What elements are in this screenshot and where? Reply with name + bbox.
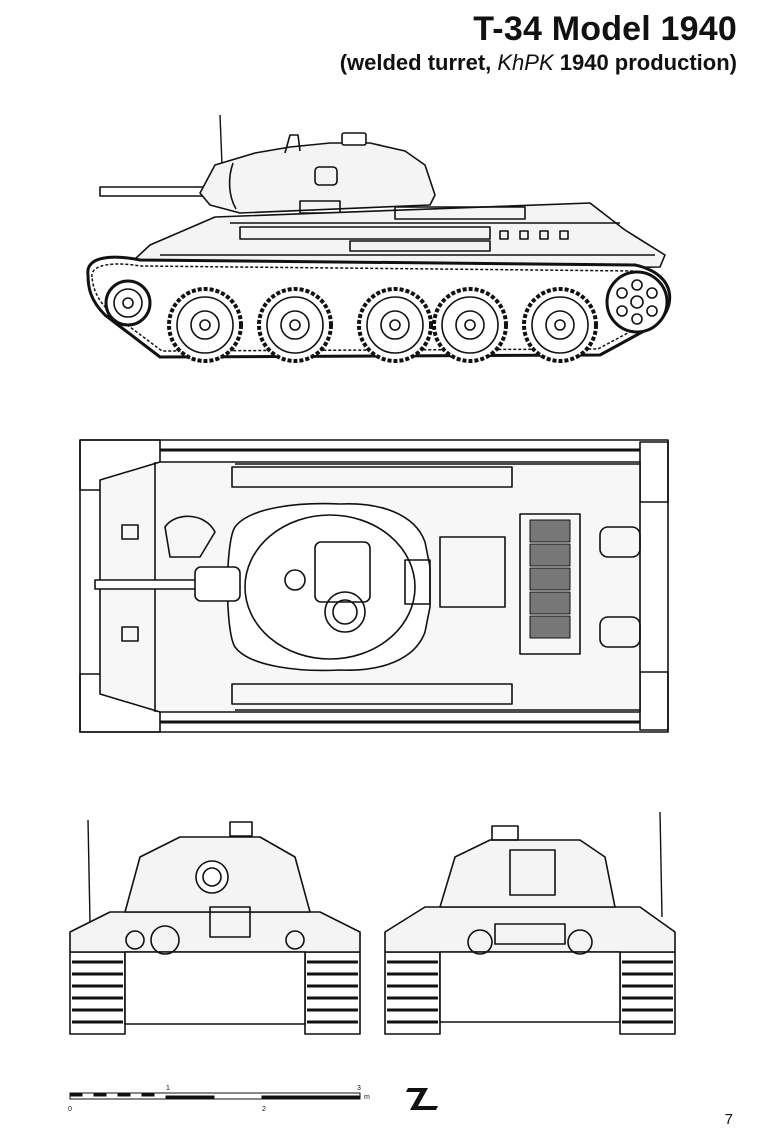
page-number: 7 (724, 1111, 733, 1128)
page-subtitle: (welded turret, KhPK 1940 production) (340, 50, 737, 76)
scale-label-1: 1 (166, 1085, 170, 1092)
title-block: T-34 Model 1940 (welded turret, KhPK 194… (340, 10, 737, 76)
side-view (86, 114, 672, 363)
scale-label-3: 3 (357, 1085, 361, 1092)
scale-label-0: 0 (68, 1106, 72, 1113)
subtitle-italic: KhPK (497, 50, 554, 75)
top-view (79, 439, 669, 733)
subtitle-suffix: 1940 production) (553, 50, 737, 75)
page-title: T-34 Model 1940 (473, 10, 737, 48)
front-view (69, 819, 361, 1035)
rear-view (384, 812, 676, 1035)
scale-label-2: 2 (262, 1106, 266, 1113)
publisher-logo-icon (406, 1088, 438, 1110)
scale-unit: m (364, 1094, 370, 1101)
subtitle-prefix: (welded turret, (339, 50, 498, 75)
scale-bar: 0 1 2 3 m (68, 1085, 438, 1113)
